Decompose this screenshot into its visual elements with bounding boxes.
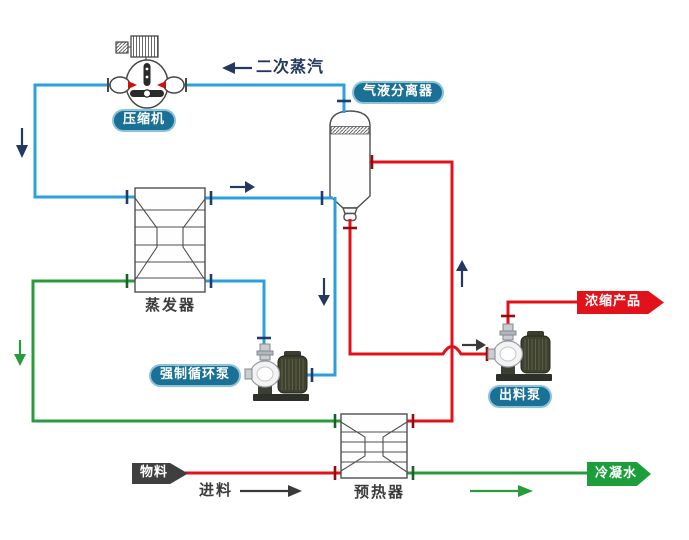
condensate-banner: 冷凝水: [587, 462, 651, 486]
arrow-preheater-to-separator-up: [456, 260, 468, 287]
arrow-secondary-steam-left: [222, 62, 252, 74]
evaporator-icon: [134, 187, 206, 293]
product-pipes: [185, 160, 578, 475]
condensate-pipes: [31, 279, 592, 475]
arrow-separator-to-pump-down: [318, 278, 330, 306]
compressor-icon: [107, 35, 187, 109]
evaporator-label: 蒸发器: [145, 296, 197, 314]
discharge-pump-label: 出料泵: [488, 385, 553, 409]
compressor-label: 压缩机: [112, 109, 177, 133]
arrow-compressor-down: [16, 128, 28, 158]
steam-pipes: [33, 83, 346, 377]
separator-label: 气液分离器: [352, 81, 445, 105]
arrow-condensate-right: [470, 485, 533, 497]
circulation-pump-icon: [244, 343, 310, 402]
discharge-pump-icon: [487, 323, 553, 382]
secondary-steam-label: 二次蒸汽: [256, 57, 325, 76]
arrow-condensate-down: [14, 340, 26, 366]
circulation-pump-label: 强制循环泵: [149, 364, 242, 388]
arrow-evaporator-to-separator: [230, 181, 255, 193]
concentrated-product-banner: 浓缩产品: [577, 291, 664, 314]
preheater-icon: [340, 413, 408, 479]
feed-label: 进料: [199, 481, 234, 499]
material-banner: 物料: [132, 463, 188, 484]
separator-icon: [329, 110, 371, 222]
arrow-to-discharge-pump: [462, 339, 486, 351]
arrow-feed-right: [240, 485, 302, 497]
preheater-label: 预热器: [354, 483, 406, 501]
flange-ticks: [125, 99, 515, 480]
